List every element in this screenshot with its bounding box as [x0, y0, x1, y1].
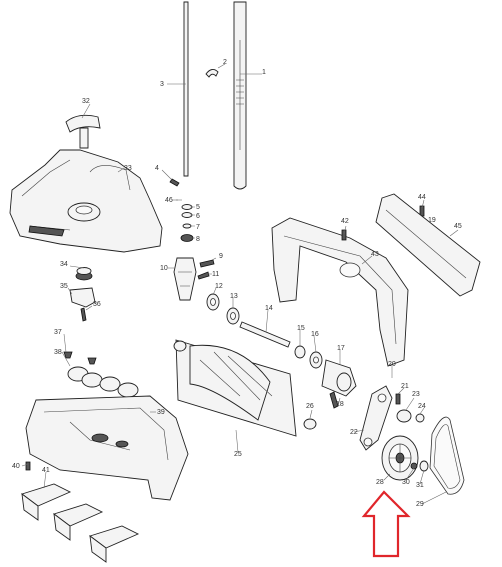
- callout-43: 43: [371, 251, 379, 258]
- part-washers-15-16: [294, 345, 323, 369]
- part-feet-41: [21, 483, 140, 563]
- part-washers-12-13: [206, 293, 240, 325]
- callout-18: 18: [336, 401, 344, 408]
- callout-5: 5: [196, 204, 200, 211]
- callout-21: 21: [401, 383, 409, 390]
- part-bearing-housing: [321, 359, 357, 409]
- part-top-cover-33: [9, 149, 163, 253]
- callout-12: 12: [215, 283, 223, 290]
- part-large-pulley-28: [381, 435, 419, 481]
- part-washers-30-31: [410, 460, 429, 472]
- callout-11: 11: [212, 271, 219, 278]
- part-auger-25: [173, 339, 317, 437]
- callout-30: 30: [402, 479, 410, 486]
- part-washer-24: [415, 413, 425, 423]
- callout-33: 33: [124, 165, 132, 172]
- callout-16: 16: [311, 331, 319, 338]
- callout-29: 29: [416, 501, 424, 508]
- callout-36: 36: [93, 301, 101, 308]
- part-knob-32: [65, 114, 101, 149]
- part-base-housing-39: [25, 395, 189, 501]
- callout-32: 32: [82, 98, 90, 105]
- part-screw-4: [169, 178, 180, 187]
- callout-40: 40: [12, 463, 20, 470]
- highlight-arrow: [361, 490, 411, 558]
- callout-35: 35: [60, 283, 68, 290]
- callout-38: 38: [54, 349, 62, 356]
- callout-37: 37: [54, 329, 62, 336]
- part-latch-35: [69, 287, 96, 322]
- callout-39: 39: [157, 409, 165, 416]
- part-clamp-10: [173, 257, 197, 301]
- callout-7: 7: [196, 224, 200, 231]
- callout-22: 22: [350, 429, 358, 436]
- callout-10: 10: [160, 265, 168, 272]
- part-rod: [183, 1, 189, 177]
- part-rings-5-8: [180, 204, 194, 242]
- callout-20: 20: [388, 361, 396, 368]
- callout-41: 41: [42, 467, 50, 474]
- callout-2: 2: [223, 59, 227, 66]
- callout-42: 42: [341, 218, 349, 225]
- callout-8: 8: [196, 236, 200, 243]
- part-pulley-arm-22: [359, 385, 393, 451]
- part-fasteners-37: [63, 351, 97, 365]
- callout-13: 13: [230, 293, 238, 300]
- part-belt-29: [429, 416, 465, 495]
- part-handle-tube: [233, 1, 247, 190]
- part-clip: [205, 69, 219, 78]
- callout-17: 17: [337, 345, 345, 352]
- callout-6: 6: [196, 213, 200, 220]
- part-frame-43: [271, 217, 409, 367]
- callout-4: 4: [155, 165, 159, 172]
- callout-24: 24: [418, 403, 426, 410]
- part-screws-9-11: [197, 259, 215, 280]
- leader-lines: [21, 63, 459, 505]
- part-screw-40: [25, 461, 31, 471]
- callout-14: 14: [265, 305, 273, 312]
- callout-34: 34: [60, 261, 68, 268]
- callout-9: 9: [219, 253, 223, 260]
- callout-19: 19: [428, 217, 436, 224]
- callout-23: 23: [412, 391, 420, 398]
- part-spring-34: [75, 267, 93, 281]
- callout-46: 46: [165, 197, 173, 204]
- callout-25: 25: [234, 451, 242, 458]
- callout-3: 3: [160, 81, 164, 88]
- part-small-gear-23: [396, 409, 412, 423]
- part-blade-45: [375, 193, 481, 297]
- callout-28: 28: [376, 479, 384, 486]
- callout-31: 31: [416, 482, 424, 489]
- callout-44: 44: [418, 194, 426, 201]
- callout-labels: 1 2 3 4 5 6 7 8 9 10 11 12 13 14 15 16 1…: [12, 59, 462, 508]
- part-shaft-14: [239, 321, 291, 348]
- part-screw-21: [395, 393, 401, 405]
- callout-45: 45: [454, 223, 462, 230]
- callout-15: 15: [297, 325, 305, 332]
- part-screws-42-44: [341, 205, 425, 241]
- callout-26: 26: [306, 403, 314, 410]
- callout-1: 1: [262, 69, 266, 76]
